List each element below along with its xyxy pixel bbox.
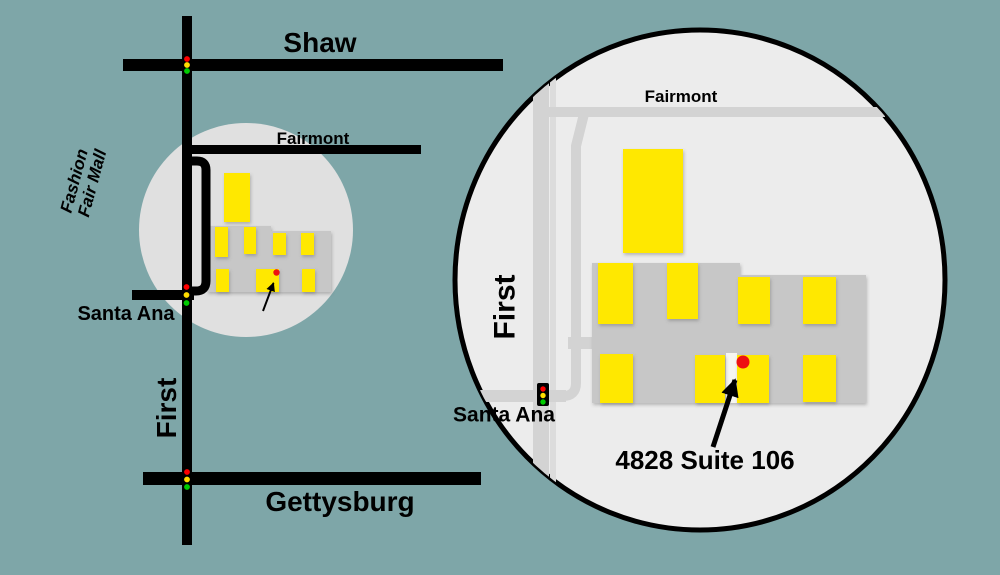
store-building: [695, 355, 725, 403]
street-fairmont-label: Fairmont: [277, 129, 350, 148]
destination-dot: [273, 269, 280, 276]
overview-map: Shaw Fairmont Santa Ana First Gettysburg…: [57, 16, 503, 545]
street-santa-ana-label: Santa Ana: [453, 403, 555, 426]
signal-green-light: [183, 300, 190, 306]
store-building: [738, 277, 770, 324]
detail-circle-content: [455, 30, 885, 530]
street-first-gray: [533, 30, 549, 530]
street-gettysburg-label: Gettysburg: [265, 486, 414, 517]
street-santa-ana-label: Santa Ana: [77, 303, 175, 325]
signal-green-light: [184, 68, 190, 74]
store-building: [598, 263, 633, 324]
anchor-store: [623, 149, 683, 253]
store-building: [600, 354, 633, 403]
street-fairmont: [187, 145, 421, 154]
street-shaw: [123, 59, 503, 71]
store-building: [803, 277, 836, 324]
signal-red-light: [183, 284, 190, 290]
signal-gettysburg-first-icon: [184, 469, 190, 490]
signal-yellow-light: [540, 392, 546, 399]
signal-green-light: [184, 484, 190, 490]
street-santa-ana: [132, 290, 194, 300]
signal-shaw-first-icon: [184, 56, 190, 74]
street-gettysburg: [143, 472, 481, 485]
destination-arrow: [710, 378, 739, 448]
signal-yellow-light: [183, 292, 190, 298]
store-building: [244, 227, 256, 254]
destination-address-label: 4828 Suite 106: [615, 445, 794, 475]
overview-streets: [123, 16, 503, 545]
mall-buildings: [215, 173, 315, 292]
destination-dot: [736, 355, 750, 369]
street-first-shoulder: [550, 30, 556, 530]
store-building: [273, 233, 286, 255]
signal-red-light: [184, 56, 190, 62]
walkway-gap: [726, 353, 737, 403]
anchor-store: [224, 173, 250, 222]
signal-santa-ana-first-icon: [183, 284, 190, 306]
store-building: [667, 263, 698, 319]
street-fairmont-gray: [533, 107, 885, 117]
mall-entrance-road: [191, 156, 211, 296]
signal-red-light: [540, 386, 546, 392]
destination-arrow: [262, 282, 275, 312]
mall-buildings: [598, 149, 836, 403]
store-building: [803, 355, 836, 402]
signal-green-light: [540, 399, 546, 405]
store-building: [216, 269, 229, 292]
signal-yellow-light: [184, 476, 190, 483]
street-first: [182, 16, 192, 545]
mall-entrance-road-gray: [455, 108, 590, 401]
street-first-label: First: [151, 378, 182, 439]
signal-santa-ana-first-icon: [537, 383, 549, 406]
store-building: [302, 269, 315, 292]
signal-red-light: [184, 469, 190, 475]
signal-yellow-light: [184, 62, 190, 68]
street-shaw-label: Shaw: [283, 27, 356, 58]
street-fairmont-label: Fairmont: [645, 87, 718, 106]
store-building: [301, 233, 314, 255]
street-first-label: First: [489, 274, 522, 339]
detail-map: Fairmont First Santa Ana 4828 Suite 106: [452, 27, 948, 533]
store-building: [215, 227, 228, 257]
mall-driveway: [568, 337, 596, 349]
